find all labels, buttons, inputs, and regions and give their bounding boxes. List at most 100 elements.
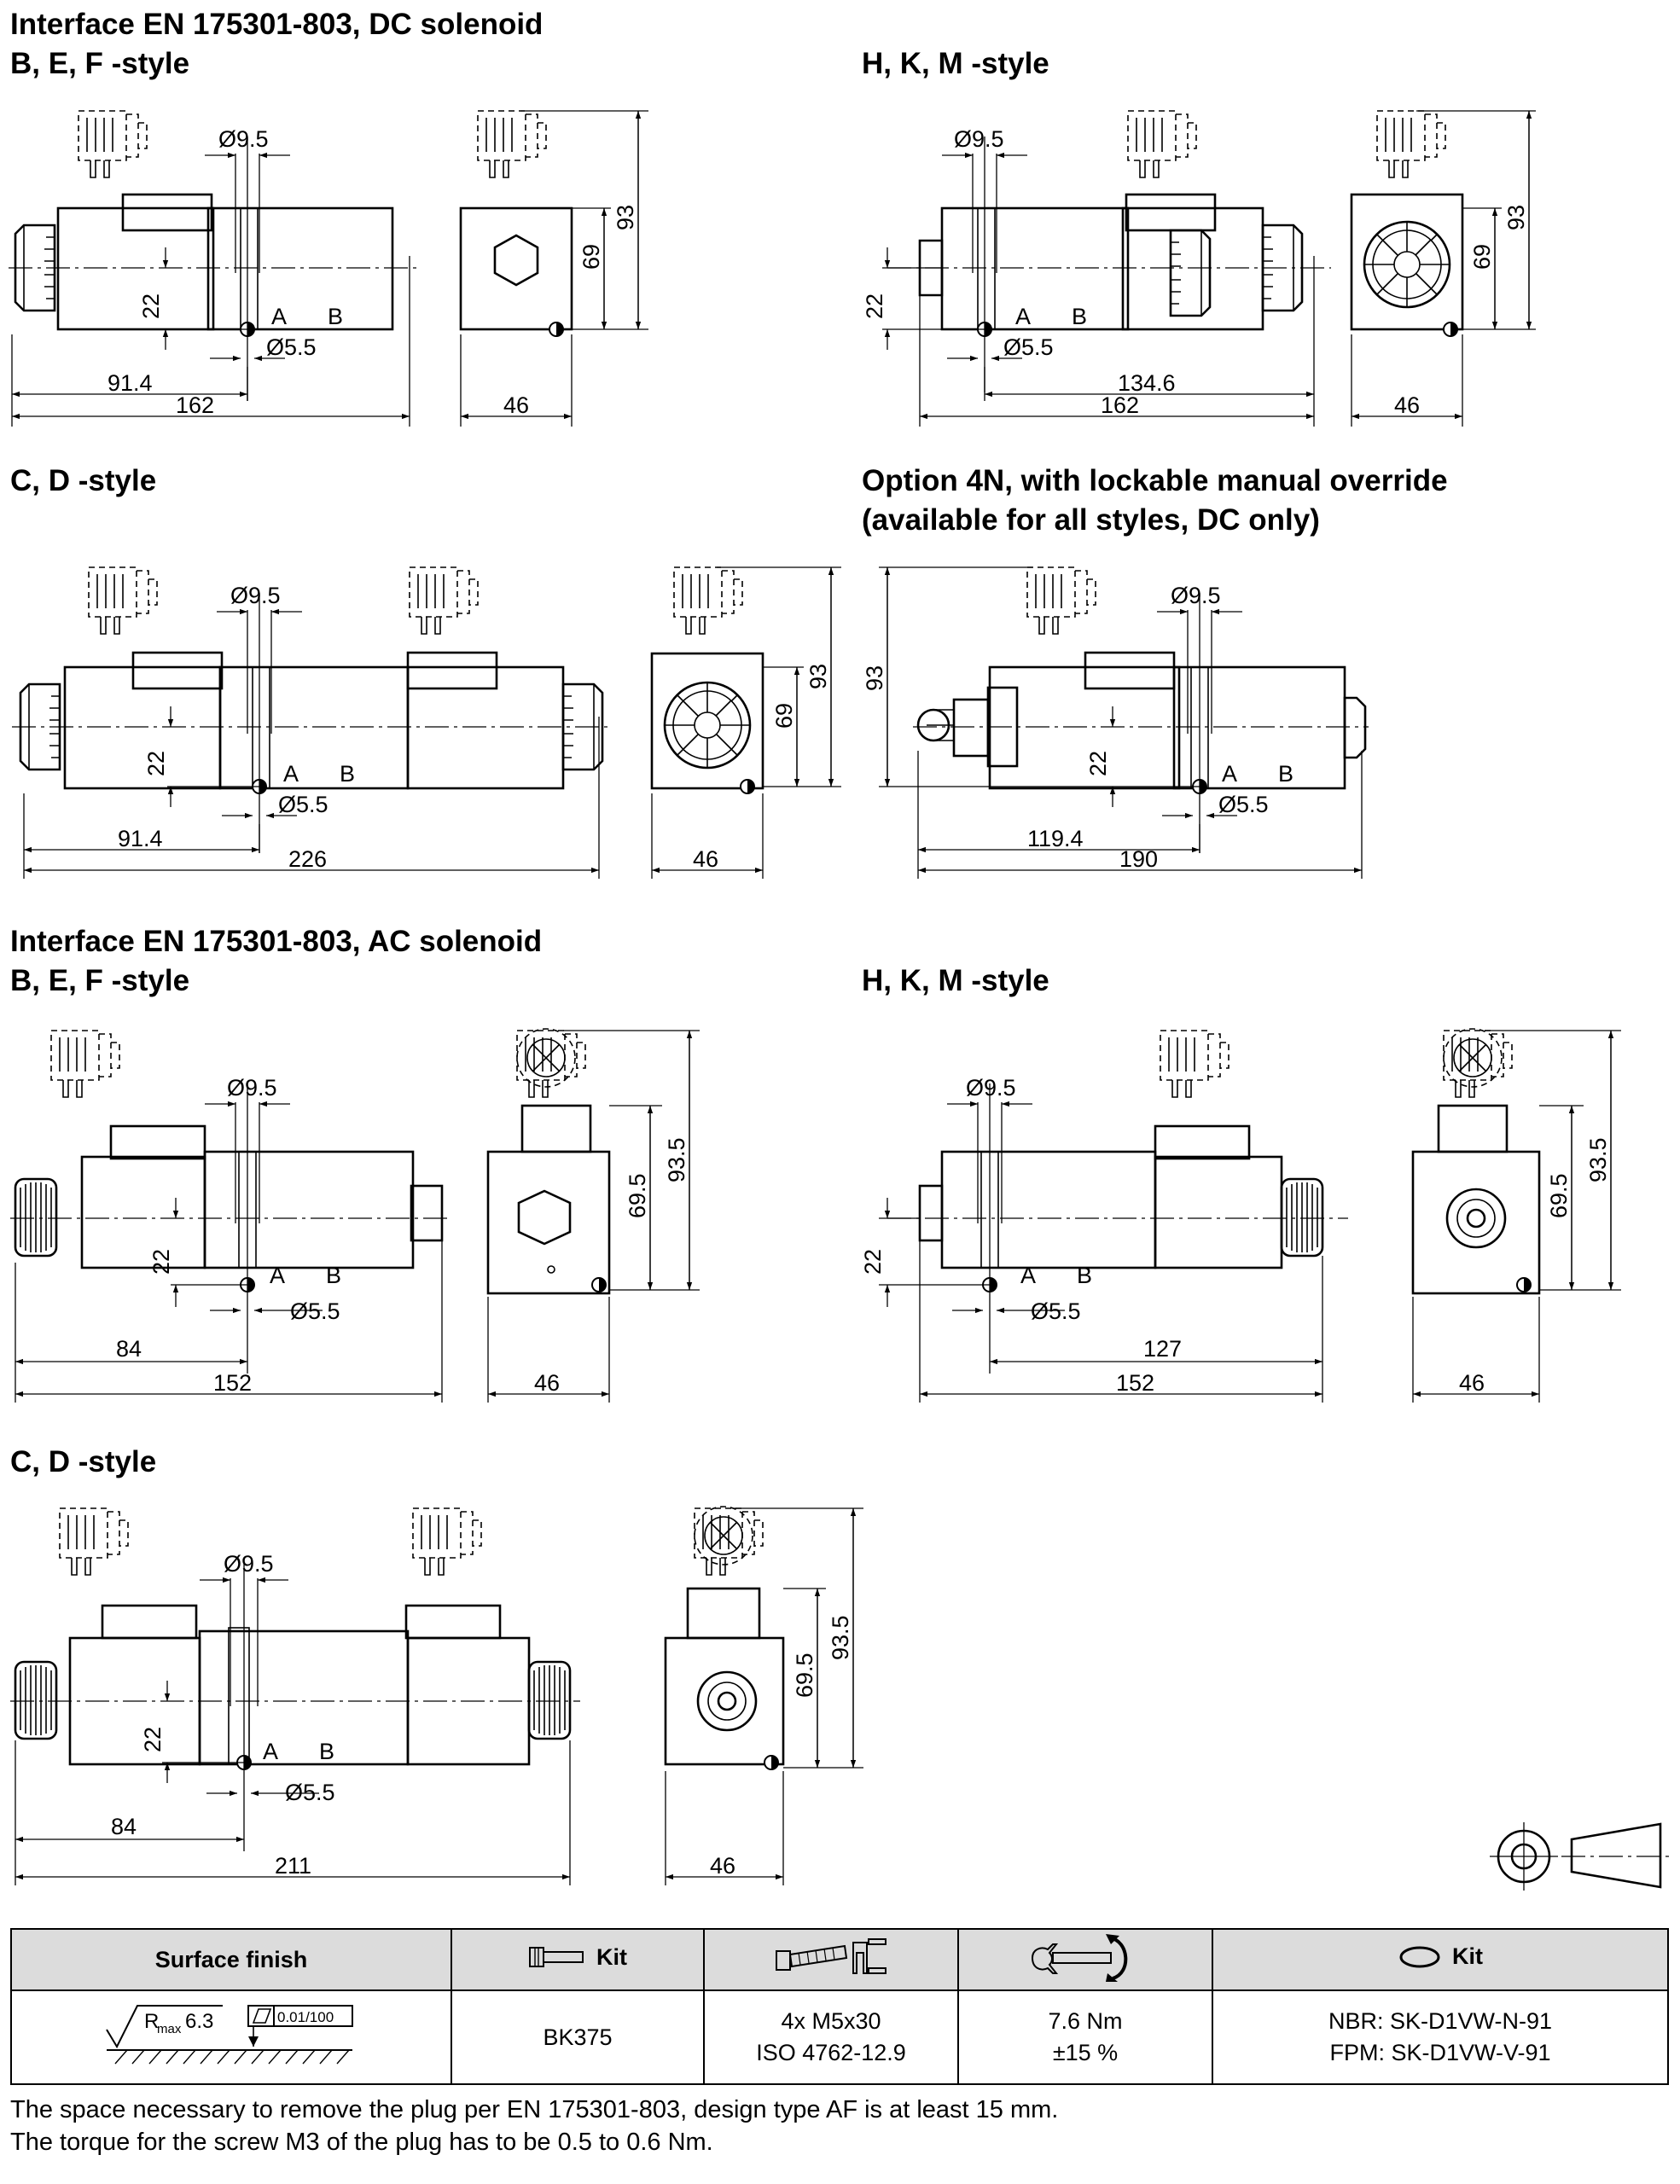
note-plug-space: The space necessary to remove the plug p… <box>10 2096 1059 2123</box>
dim-69: 69 <box>578 244 604 270</box>
header-surface-finish: Surface finish <box>10 1928 452 1991</box>
dim-190: 190 <box>1119 846 1158 872</box>
dim-22: 22 <box>138 293 164 319</box>
dim-84: 84 <box>116 1336 142 1362</box>
port-a-label: A <box>271 304 287 329</box>
heading-dc-bef-style: B, E, F -style <box>10 47 190 80</box>
drawing-dc-hkm-end: 69 93 46 <box>1350 110 1536 427</box>
dim-46: 46 <box>503 392 529 418</box>
dim-93: 93 <box>613 205 638 230</box>
technical-drawings: Ø9.5 Ø5.5 A B 22 91.4 162 69 93 46 <box>9 110 1671 1891</box>
port-b-label: B <box>328 304 343 329</box>
heading-ac-hkm-style: H, K, M -style <box>862 964 1049 997</box>
dim-22: 22 <box>1085 751 1111 776</box>
port-b-label: B <box>340 761 355 787</box>
dim-46: 46 <box>534 1370 560 1396</box>
drawing-ac-cd-side: Ø9.5 Ø5.5 A B 22 84 211 <box>10 1507 580 1885</box>
drawing-dc-bef-end: 69 93 46 <box>459 110 648 427</box>
torque-cell: 7.6 Nm±15 % <box>957 1989 1213 2085</box>
dim-dia-9-5: Ø9.5 <box>227 1075 277 1101</box>
drawing-dc-cd-end: 69 93 46 <box>650 566 841 879</box>
dim-dia-9-5: Ø9.5 <box>224 1551 274 1577</box>
port-a-label: A <box>283 761 299 787</box>
dim-91-4: 91.4 <box>108 370 153 396</box>
header-torque <box>957 1928 1213 1991</box>
header-bolt-kit: Kit <box>451 1928 705 1991</box>
o-ring-icon <box>1399 1946 1440 1968</box>
dim-152: 152 <box>213 1370 252 1396</box>
header-seal-kit: Kit <box>1212 1928 1669 1991</box>
dim-134-6: 134.6 <box>1118 370 1176 396</box>
surface-finish-symbol: R max 6.3 0.01/100 <box>106 2005 353 2065</box>
bolt-icon <box>529 1947 584 1968</box>
dim-dia-5-5: Ø5.5 <box>290 1298 340 1324</box>
dim-162: 162 <box>1101 392 1139 418</box>
dim-69: 69 <box>771 703 797 729</box>
dim-93-5: 93.5 <box>664 1137 689 1182</box>
drawing-dc-hkm-side: Ø9.5 Ø5.5 A B 22 134.6 162 <box>862 110 1331 427</box>
port-a-label: A <box>1020 1263 1036 1288</box>
dim-152: 152 <box>1116 1370 1154 1396</box>
heading-ac-interface: Interface EN 175301-803, AC solenoid <box>10 925 543 958</box>
dim-dia-5-5: Ø5.5 <box>1218 792 1269 817</box>
dim-162: 162 <box>176 392 214 418</box>
port-b-label: B <box>319 1739 334 1764</box>
dim-dia-9-5: Ø9.5 <box>218 126 269 152</box>
heading-option-4n: Option 4N, with lockable manual override <box>862 464 1448 497</box>
screw-caliper-icon <box>776 1937 887 1974</box>
dim-91-4: 91.4 <box>118 826 163 851</box>
dim-dia-9-5: Ø9.5 <box>954 126 1004 152</box>
bolt-kit-cell: BK375 <box>451 1989 705 2085</box>
drawing-ac-bef-end: 69.5 93.5 46 <box>486 1028 700 1403</box>
dim-22: 22 <box>862 293 887 319</box>
drawing-ac-bef-side: Ø9.5 Ø5.5 A B 22 84 152 <box>10 1030 452 1403</box>
port-a-label: A <box>1015 304 1031 329</box>
heading-dc-hkm-style: H, K, M -style <box>862 47 1049 80</box>
dim-dia-9-5: Ø9.5 <box>1171 583 1221 608</box>
port-a-label: A <box>263 1739 278 1764</box>
dim-dia-9-5: Ø9.5 <box>230 583 281 608</box>
dim-22: 22 <box>140 1727 166 1752</box>
port-b-label: B <box>1278 761 1293 787</box>
rmax-value: 6.3 <box>185 2010 213 2033</box>
heading-ac-cd-style: C, D -style <box>10 1445 157 1478</box>
note-plug-torque: The torque for the screw M3 of the plug … <box>10 2129 713 2156</box>
drawing-option-4n: Ø9.5 Ø5.5 A B 22 93 119.4 190 <box>862 566 1369 879</box>
dim-46: 46 <box>1459 1370 1485 1396</box>
dim-dia-5-5: Ø5.5 <box>278 792 328 817</box>
dim-69-5: 69.5 <box>792 1653 817 1698</box>
dim-22: 22 <box>148 1249 174 1275</box>
torque-wrench-icon <box>1031 1933 1128 1982</box>
dim-dia-5-5: Ø5.5 <box>285 1780 335 1805</box>
dim-93: 93 <box>805 664 831 689</box>
dim-93-5: 93.5 <box>828 1615 853 1660</box>
dim-119-4: 119.4 <box>1027 826 1084 851</box>
dim-dia-5-5: Ø5.5 <box>1003 334 1054 360</box>
heading-option-4n-note: (available for all styles, DC only) <box>862 503 1320 537</box>
dim-dia-9-5: Ø9.5 <box>966 1075 1016 1101</box>
dim-dia-5-5: Ø5.5 <box>1031 1298 1081 1324</box>
drawing-ac-hkm-side: Ø9.5 Ø5.5 A B 22 127 152 <box>860 1030 1348 1403</box>
footnotes: The space necessary to remove the plug p… <box>10 2094 1058 2158</box>
dim-93: 93 <box>1503 205 1529 230</box>
port-b-label: B <box>326 1263 341 1288</box>
dim-93-5: 93.5 <box>1585 1137 1611 1182</box>
heading-dc-cd-style: C, D -style <box>10 464 157 497</box>
header-screw-caliper <box>703 1928 959 1991</box>
port-a-label: A <box>1222 761 1237 787</box>
dim-69-5: 69.5 <box>1546 1173 1572 1218</box>
dim-46: 46 <box>710 1853 735 1879</box>
dim-22: 22 <box>860 1249 886 1275</box>
specification-table: Surface finish Kit <box>10 1928 1669 2085</box>
port-b-label: B <box>1072 304 1087 329</box>
dim-69-5: 69.5 <box>625 1173 650 1218</box>
drawing-ac-hkm-end: 69.5 93.5 46 <box>1411 1028 1621 1403</box>
port-a-label: A <box>270 1263 285 1288</box>
projection-symbol <box>1490 1822 1671 1891</box>
drawing-dc-cd-side: Ø9.5 Ø5.5 A B 22 91.4 226 <box>12 566 611 879</box>
heading-dc-interface: Interface EN 175301-803, DC solenoid <box>10 8 544 41</box>
dim-211: 211 <box>275 1853 311 1879</box>
dim-69: 69 <box>1469 244 1495 270</box>
